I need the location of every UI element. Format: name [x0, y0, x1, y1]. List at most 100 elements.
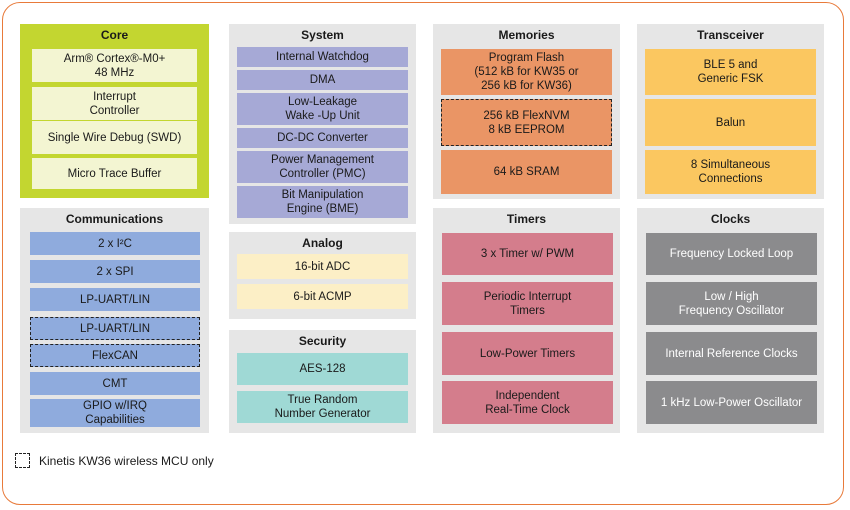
comm-gpio-box: GPIO w/IRQ Capabilities	[30, 399, 200, 427]
box-line: AES-128	[299, 363, 346, 375]
comm-cmt-box: CMT	[30, 372, 200, 395]
comm-lpuart-box: LP-UART/LIN	[30, 288, 200, 311]
comm-spi-box: 2 x SPI	[30, 260, 200, 283]
box-line: (512 kB for KW35 or	[474, 66, 579, 78]
box-line: 6-bit ACMP	[293, 290, 352, 303]
box-line: DMA	[309, 74, 336, 86]
core-panel: Core Arm® Cortex®-M0+ 48 MHz Interrupt C…	[20, 24, 209, 198]
box-line: 3 x Timer w/ PWM	[480, 248, 575, 260]
box-line: Frequency Locked Loop	[669, 248, 794, 260]
system-watchdog-box: Internal Watchdog	[237, 47, 408, 67]
box-line: Capabilities	[85, 414, 145, 426]
communications-panel: Communications 2 x I²C 2 x SPI LP-UART/L…	[20, 208, 209, 433]
legend-label: Kinetis KW36 wireless MCU only	[39, 454, 214, 468]
memory-sram-box: 64 kB SRAM	[441, 150, 612, 194]
box-line: LP-UART/LIN	[79, 322, 151, 335]
analog-acmp-box: 6-bit ACMP	[237, 284, 408, 309]
system-bme-box: Bit Manipulation Engine (BME)	[237, 186, 408, 218]
box-line: 2 x SPI	[96, 265, 134, 278]
box-line: Low / High	[704, 290, 759, 303]
box-line: Program Flash	[488, 52, 565, 64]
box-line: 8 kB EEPROM	[488, 123, 565, 136]
transceiver-balun-box: Balun	[645, 99, 816, 146]
security-trng-box: True Random Number Generator	[237, 391, 408, 423]
box-line: 8 Simultaneous	[690, 159, 771, 171]
timer-pit-box: Periodic Interrupt Timers	[442, 282, 613, 325]
box-line: Single Wire Debug (SWD)	[47, 131, 182, 144]
box-line: Controller	[89, 104, 140, 117]
box-line: 256 kB for KW36)	[481, 80, 572, 92]
clock-fll-box: Frequency Locked Loop	[646, 233, 817, 275]
core-interrupt-controller-box: Interrupt Controller	[32, 87, 197, 120]
box-line: GPIO w/IRQ	[83, 400, 147, 412]
box-line: DC-DC Converter	[277, 132, 368, 144]
box-line: Engine (BME)	[286, 203, 359, 215]
box-line: Power Management	[271, 154, 374, 166]
box-line: 48 MHz	[94, 66, 135, 79]
box-line: Micro Trace Buffer	[67, 167, 162, 180]
timer-pwm-box: 3 x Timer w/ PWM	[442, 233, 613, 275]
core-swd-box: Single Wire Debug (SWD)	[32, 121, 197, 154]
box-line: Low-Leakage	[287, 96, 358, 108]
transceiver-connections-box: 8 Simultaneous Connections	[645, 150, 816, 194]
core-trace-buffer-box: Micro Trace Buffer	[32, 158, 197, 189]
box-line: LP-UART/LIN	[79, 293, 151, 306]
box-line: Bit Manipulation	[281, 189, 364, 201]
box-line: Independent	[495, 389, 560, 402]
box-line: Timers	[510, 304, 545, 317]
security-title: Security	[298, 334, 347, 348]
comm-i2c-box: 2 x I²C	[30, 232, 200, 255]
transceiver-panel: Transceiver BLE 5 and Generic FSK Balun …	[637, 24, 824, 199]
box-line: 256 kB FlexNVM	[483, 109, 570, 122]
box-line: Internal Watchdog	[276, 51, 369, 63]
core-cortex-m0-box: Arm® Cortex®-M0+ 48 MHz	[32, 49, 197, 82]
box-line: Internal Reference Clocks	[665, 347, 798, 360]
box-line: FlexCAN	[91, 349, 138, 362]
timer-low-power-box: Low-Power Timers	[442, 332, 613, 375]
core-title: Core	[100, 28, 129, 42]
clock-internal-reference-box: Internal Reference Clocks	[646, 332, 817, 375]
memory-flexnvm-box: 256 kB FlexNVM 8 kB EEPROM	[441, 99, 612, 146]
box-line: CMT	[102, 377, 128, 390]
box-line: Number Generator	[274, 408, 371, 420]
box-line: Connections	[698, 173, 763, 185]
clock-lpo-box: 1 kHz Low-Power Oscillator	[646, 381, 817, 424]
box-line: Wake -Up Unit	[285, 110, 360, 122]
timers-panel: Timers 3 x Timer w/ PWM Periodic Interru…	[433, 208, 620, 433]
system-pmc-box: Power Management Controller (PMC)	[237, 151, 408, 183]
clocks-title: Clocks	[710, 212, 751, 226]
analog-panel: Analog 16-bit ADC 6-bit ACMP	[229, 232, 416, 319]
system-dma-box: DMA	[237, 70, 408, 90]
security-panel: Security AES-128 True Random Number Gene…	[229, 330, 416, 433]
transceiver-ble-box: BLE 5 and Generic FSK	[645, 49, 816, 95]
system-dcdc-box: DC-DC Converter	[237, 128, 408, 148]
clocks-panel: Clocks Frequency Locked Loop Low / High …	[637, 208, 824, 433]
comm-lpuart-kw36-box: LP-UART/LIN	[30, 317, 200, 340]
system-wakeup-unit-box: Low-Leakage Wake -Up Unit	[237, 93, 408, 125]
security-aes-box: AES-128	[237, 353, 408, 385]
box-line: Low-Power Timers	[479, 347, 576, 360]
timers-title: Timers	[506, 212, 547, 226]
clock-oscillator-box: Low / High Frequency Oscillator	[646, 282, 817, 325]
memories-title: Memories	[498, 28, 555, 42]
memories-panel: Memories Program Flash (512 kB for KW35 …	[433, 24, 620, 199]
communications-title: Communications	[65, 212, 164, 226]
memory-program-flash-box: Program Flash (512 kB for KW35 or 256 kB…	[441, 49, 612, 95]
box-line: 16-bit ADC	[294, 260, 351, 273]
comm-flexcan-box: FlexCAN	[30, 344, 200, 367]
box-line: Interrupt	[93, 90, 136, 103]
transceiver-title: Transceiver	[697, 28, 764, 42]
box-line: 1 kHz Low-Power Oscillator	[660, 396, 803, 409]
box-line: Frequency Oscillator	[678, 304, 785, 317]
legend-dashed-swatch	[15, 453, 30, 468]
analog-title: Analog	[302, 236, 343, 250]
box-line: Real-Time Clock	[485, 403, 570, 416]
box-line: 2 x I²C	[98, 237, 132, 250]
box-line: Arm® Cortex®-M0+	[63, 52, 166, 65]
box-line: Periodic Interrupt	[483, 290, 572, 303]
timer-rtc-box: Independent Real-Time Clock	[442, 381, 613, 424]
system-panel: System Internal Watchdog DMA Low-Leakage…	[229, 24, 416, 224]
analog-adc-box: 16-bit ADC	[237, 254, 408, 279]
box-line: Generic FSK	[697, 73, 764, 85]
box-line: BLE 5 and	[703, 59, 758, 71]
